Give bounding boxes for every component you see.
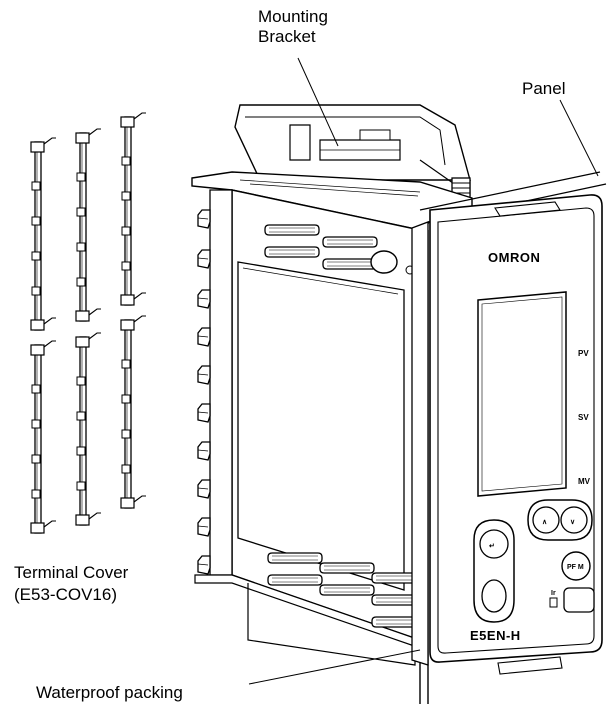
brand-logo: OMRON <box>488 250 540 265</box>
down-key-label: ∨ <box>570 519 575 526</box>
terminal-cover-strip <box>30 137 57 331</box>
callout-waterproof-packing: Waterproof packing <box>36 683 183 702</box>
ir-label: Ir <box>551 590 556 597</box>
terminal-cover-strip <box>120 112 147 306</box>
callout-terminal-cover-line2: (E53-COV16) <box>14 585 117 604</box>
mv-indicator: MV <box>578 477 591 486</box>
mode-key-left[interactable] <box>481 579 507 613</box>
ir-port-icon <box>549 597 558 608</box>
terminal-cover-strip <box>75 128 102 322</box>
terminal-cover-set <box>30 112 147 534</box>
down-key[interactable] <box>560 506 588 534</box>
ir-window <box>563 587 595 613</box>
up-key[interactable] <box>532 506 560 534</box>
sv-indicator: SV <box>578 413 589 422</box>
side-knob <box>370 250 398 274</box>
pf-mode-key-label: PF M <box>567 564 584 571</box>
terminal-cover-strip <box>120 315 147 509</box>
front-bezel: OMRON PV SV MV ↵ ∧ ∨ PF M Ir E5EN-H <box>429 194 603 675</box>
terminal-cover-strip <box>75 332 102 526</box>
terminal-cover-strip <box>30 340 57 534</box>
callout-terminal-cover-line1: Terminal Cover <box>14 563 129 582</box>
up-key-label: ∧ <box>542 519 547 526</box>
pf-mode-key[interactable] <box>561 551 591 581</box>
callout-mounting-bracket-line2: Bracket <box>258 27 316 46</box>
level-key[interactable] <box>479 529 509 559</box>
updown-key-pad: ∧ ∨ <box>527 499 593 541</box>
display-window <box>477 291 567 497</box>
callout-panel: Panel <box>522 79 565 98</box>
pv-indicator: PV <box>578 349 589 358</box>
mounting-bracket <box>234 104 471 205</box>
model-label: E5EN-H <box>470 628 521 643</box>
terminal-hooks <box>197 209 211 575</box>
controller-housing <box>191 171 473 666</box>
level-key-label: ↵ <box>489 543 495 550</box>
leader-lines <box>248 57 599 685</box>
left-key-pad: ↵ <box>473 519 515 623</box>
callout-mounting-bracket-line1: Mounting <box>258 7 328 26</box>
